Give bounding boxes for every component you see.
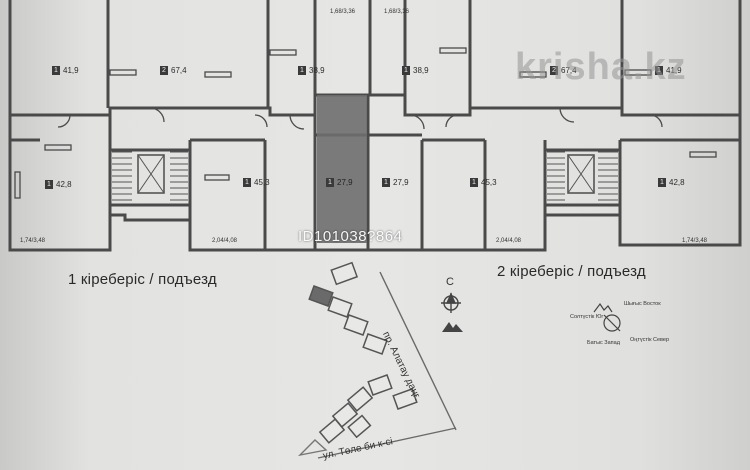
apartment-balcony-area: 1,74/3,48	[20, 238, 46, 244]
apartment-area: 27,9	[337, 178, 353, 187]
apartment-rooms-badge: 1	[658, 178, 666, 187]
watermark-brand: krisha.kz	[515, 46, 687, 88]
apartment-balcony-area: 1,74/3,48	[682, 238, 708, 244]
apartment-area: 45,3	[481, 178, 497, 187]
stairs-left	[112, 151, 188, 201]
entrance-2-label: 2 кіреберіс / подъезд	[497, 263, 646, 280]
apartment-area: 67,4	[561, 66, 577, 75]
apartment-area: 38,9	[413, 66, 429, 75]
apartment-rooms-badge: 1	[470, 178, 478, 187]
north-label: С	[446, 276, 454, 288]
compass-label-3: Батыс Запад	[587, 340, 620, 346]
compass-rose-icon	[593, 302, 621, 332]
site-plan	[297, 261, 457, 459]
entrance-1-label: 1 кіреберіс / подъезд	[68, 271, 217, 288]
apartment-rooms-badge: 1	[45, 180, 53, 189]
apartment-area: 38,9	[309, 66, 325, 75]
apartment-rooms-badge: 1	[298, 66, 306, 75]
compass-label-2: Шығыс Восток	[624, 301, 661, 307]
apartment-rooms-badge: 1	[402, 66, 410, 75]
apartment-rooms-badge: 1	[326, 178, 334, 187]
building-walls	[8, 0, 742, 252]
compass-label-1: Солтүстік Юг	[570, 314, 604, 320]
apartment-rooms-badge: 2	[550, 66, 558, 75]
street-alatau-line	[379, 271, 457, 431]
mountain-icon	[442, 322, 463, 332]
apartment-rooms-badge: 2	[160, 66, 168, 75]
apartment-area: 45,3	[254, 178, 270, 187]
apartment-area: 67,4	[171, 66, 187, 75]
site-buildings	[308, 261, 418, 444]
apartment-rooms-badge: 1	[243, 178, 251, 187]
apartment-area: 27,9	[393, 178, 409, 187]
apartment-area: 41,9	[63, 66, 79, 75]
apartment-area: 42,8	[56, 180, 72, 189]
apartment-rooms-badge: 1	[52, 66, 60, 75]
apartment-area: 42,8	[669, 178, 685, 187]
street-tole-bi-line	[317, 427, 457, 459]
watermark-listing-id: ID101038?864	[298, 228, 403, 245]
apartment-rooms-badge: 1	[382, 178, 390, 187]
fixtures	[14, 47, 717, 199]
apartment-balcony-area: 1,68/3,36	[384, 9, 410, 15]
apartment-rooms-badge: 1	[655, 66, 663, 75]
apartment-balcony-area: 2,04/4,08	[212, 238, 238, 244]
highlighted-apartment	[317, 95, 367, 243]
north-arrow-icon	[441, 292, 461, 313]
apartment-balcony-area: 2,04/4,08	[496, 238, 522, 244]
apartment-area: 41,9	[666, 66, 682, 75]
compass-label-4: Оңтүстік Север	[630, 337, 670, 343]
stairs-right	[547, 151, 618, 201]
apartment-balcony-area: 1,68/3,36	[330, 9, 356, 15]
